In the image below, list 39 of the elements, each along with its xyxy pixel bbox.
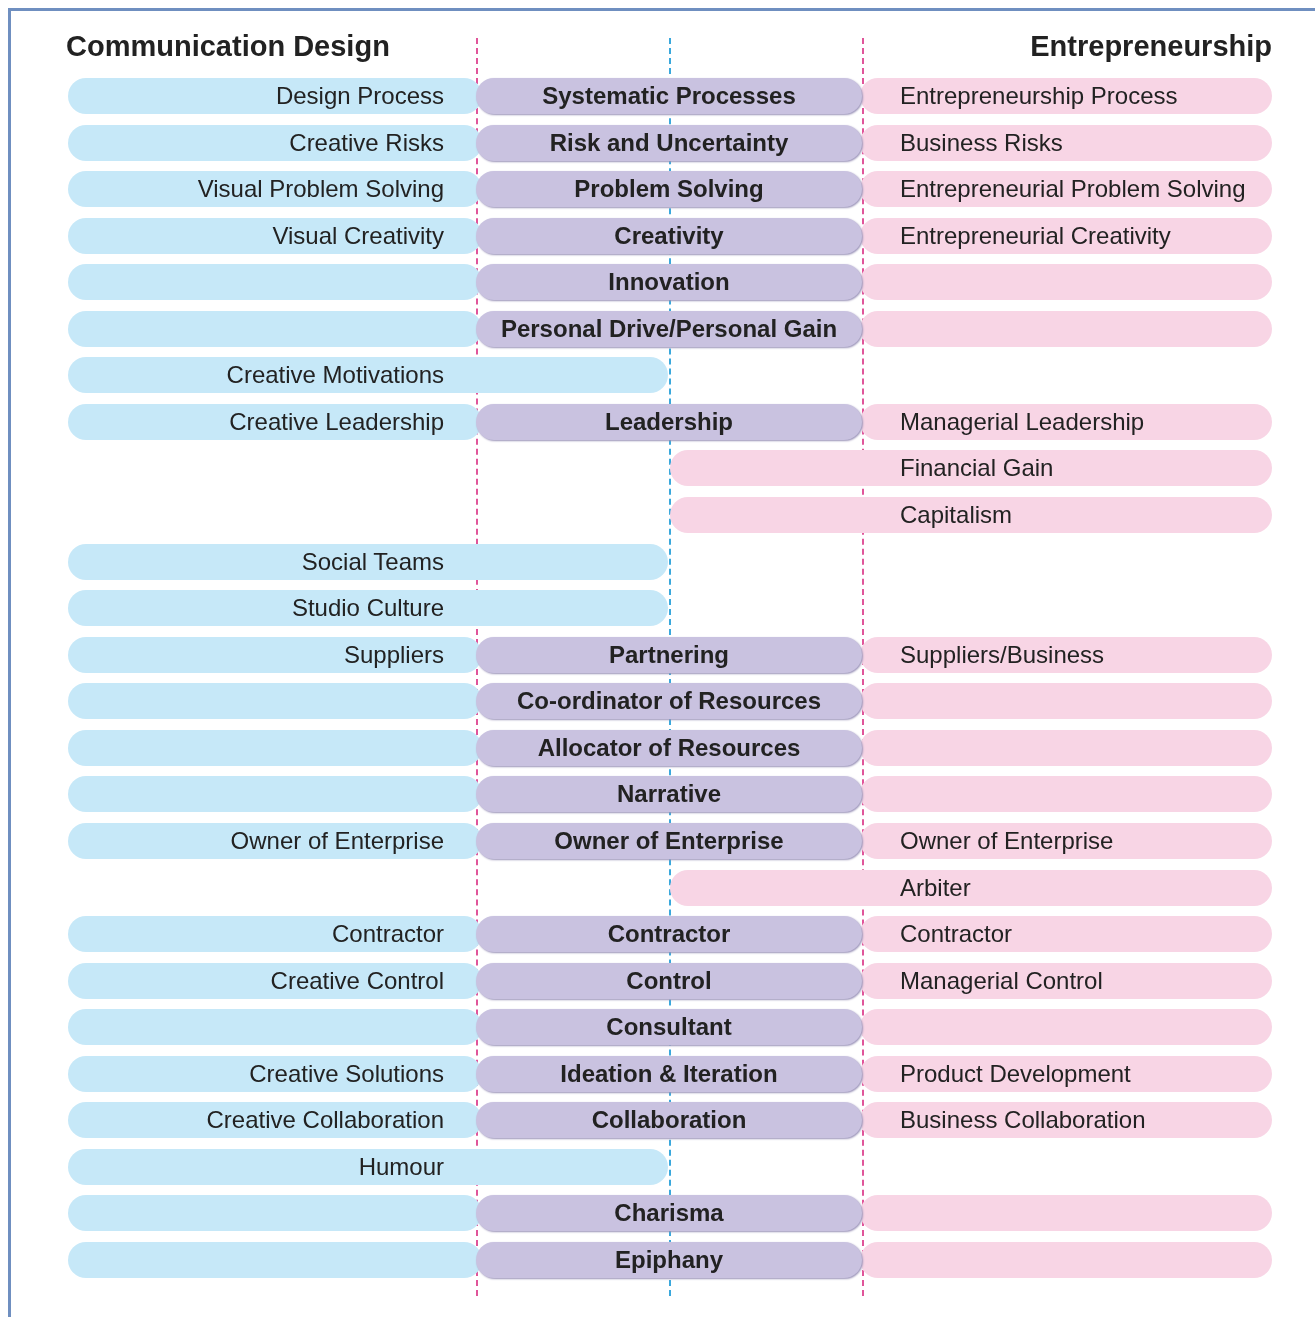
shared-term-bar: Creativity [476,217,862,254]
term-bar: Business Collaboration [860,1102,1272,1139]
shared-term-bar: Charisma [476,1195,862,1232]
term-bar: Entrepreneurial Problem Solving [860,171,1272,208]
term-bar: Contractor [860,916,1272,953]
column-heading: Communication Design [66,30,390,63]
shared-term-bar: Collaboration [476,1102,862,1139]
term-bar: Product Development [860,1055,1272,1092]
term-bar: Studio Culture [68,590,668,627]
term-bar: Entrepreneurship Process [860,78,1272,114]
term-bar: Managerial Leadership [860,403,1272,440]
term-bar: Entrepreneurial Creativity [860,217,1272,254]
term-bar: Managerial Control [860,962,1272,999]
term-bar: Capitalism [670,497,1272,534]
term-bar: Financial Gain [670,450,1272,487]
shared-term-bar: Innovation [476,264,862,301]
shared-term-bar: Contractor [476,916,862,953]
term-bar: Humour [68,1148,668,1185]
shared-term-bar: Narrative [476,776,862,813]
shared-term-bar: Ideation & Iteration [476,1055,862,1092]
shared-term-bar: Co-ordinator of Resources [476,683,862,720]
shared-term-bar: Epiphany [476,1242,862,1278]
shared-term-bar: Systematic Processes [476,78,862,114]
shared-term-bar: Personal Drive/Personal Gain [476,310,862,347]
shared-term-bar: Partnering [476,636,862,673]
shared-term-bar: Problem Solving [476,171,862,208]
shared-term-bar: Consultant [476,1009,862,1046]
shared-term-bar: Leadership [476,403,862,440]
shared-term-bar: Owner of Enterprise [476,822,862,859]
term-bar: Creative Motivations [68,357,668,394]
term-bar: Business Risks [860,124,1272,161]
shared-term-bar: Risk and Uncertainty [476,124,862,161]
term-bar: Arbiter [670,869,1272,906]
column-heading: Entrepreneurship [1030,30,1272,63]
shared-term-bar: Allocator of Resources [476,729,862,766]
term-bar: Owner of Enterprise [860,822,1272,859]
shared-term-bar: Control [476,962,862,999]
term-bar: Suppliers/Business [860,636,1272,673]
term-bar: Social Teams [68,543,668,580]
